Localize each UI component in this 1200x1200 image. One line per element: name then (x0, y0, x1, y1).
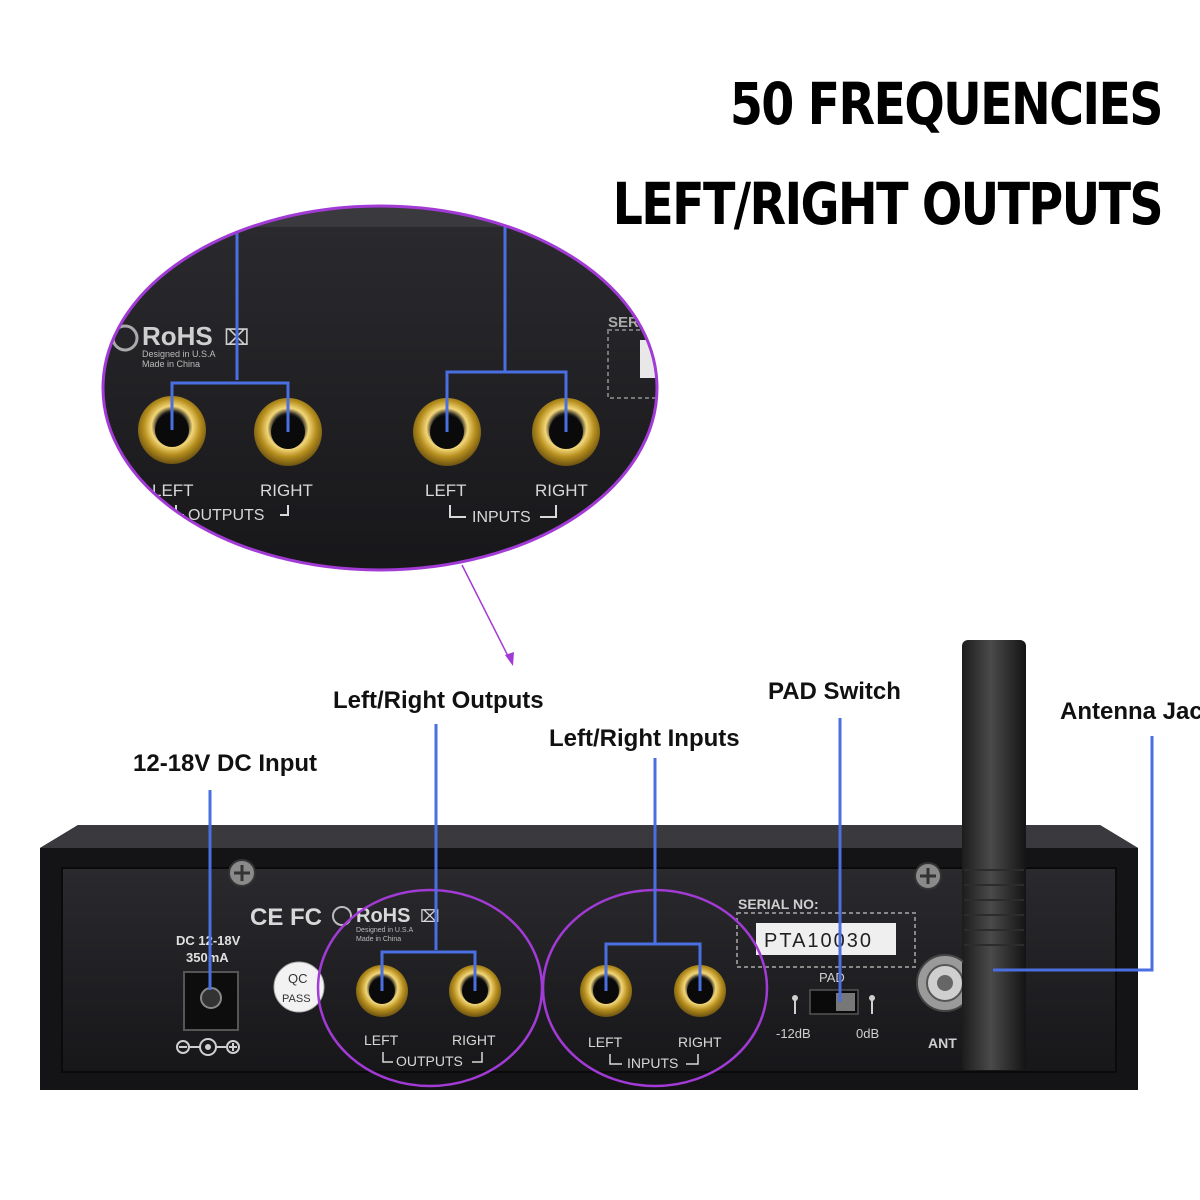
dc-current: 350mA (186, 950, 229, 965)
device-label-inputs: INPUTS (627, 1055, 678, 1071)
qc-pass-sticker: QC PASS (273, 961, 325, 1013)
zoom-rohs-text: RoHS (142, 321, 213, 351)
screw-left (228, 859, 256, 887)
zoom-serial-fragment: SER (608, 314, 639, 331)
ant-label: ANT (928, 1035, 957, 1051)
zoom-designed-text: Designed in U.S.A (142, 349, 216, 359)
serial-label: SERIAL NO: (738, 896, 819, 912)
zoom-label-right-out: RIGHT (260, 481, 313, 500)
device-designed-text: Designed in U.S.A (356, 927, 414, 934)
leader-antenna (993, 736, 1154, 972)
zoom-label-right-in: RIGHT (535, 481, 588, 500)
callout-outputs: Left/Right Outputs (333, 687, 544, 714)
device-body (40, 825, 1138, 1090)
device-label-right-in: RIGHT (678, 1034, 722, 1050)
cert-marks: CE FC (250, 904, 322, 931)
device-made-text: Made in China (356, 936, 401, 943)
heading-outputs: LEFT/RIGHT OUTPUTS (612, 170, 1164, 238)
zoom-label-inputs: INPUTS (472, 509, 531, 526)
dc-polarity-icon (176, 1038, 240, 1056)
zoom-label-outputs: OUTPUTS (188, 507, 264, 524)
qc-text: QC (288, 971, 308, 986)
device-label-right-out: RIGHT (452, 1032, 496, 1048)
zoom-ring (101, 204, 659, 572)
leader-outputs (380, 724, 477, 991)
pad-label: PAD (819, 970, 845, 985)
dc-label: DC 12-18V (176, 933, 241, 948)
leader-inputs (604, 758, 702, 991)
pad-minus: -12dB (776, 1026, 811, 1041)
pass-text: PASS (282, 993, 311, 1005)
pad-zero: 0dB (856, 1026, 879, 1041)
zoom-made-text: Made in China (142, 359, 200, 369)
device-label-left-out: LEFT (364, 1032, 399, 1048)
device-label-left-in: LEFT (588, 1034, 623, 1050)
callout-inputs: Left/Right Inputs (549, 725, 740, 752)
zoom-label-left-out: LEFT (152, 481, 194, 500)
zoom-label-left-in: LEFT (425, 481, 467, 500)
serial-value: PTA10030 (764, 930, 873, 952)
callout-antenna: Antenna Jac (1060, 698, 1200, 725)
antenna-connector (916, 954, 974, 1012)
device-rohs-text: RoHS (356, 905, 410, 927)
callout-dc-input: 12-18V DC Input (133, 750, 318, 777)
heading-frequencies: 50 FREQUENCIES (729, 70, 1164, 138)
zoom-pointer (461, 564, 511, 661)
callout-leader-lines (208, 718, 1154, 1002)
callout-pad-switch: PAD Switch (768, 678, 901, 705)
device-label-outputs: OUTPUTS (396, 1053, 463, 1069)
screw-right (914, 862, 942, 890)
pad-switch (809, 989, 859, 1015)
